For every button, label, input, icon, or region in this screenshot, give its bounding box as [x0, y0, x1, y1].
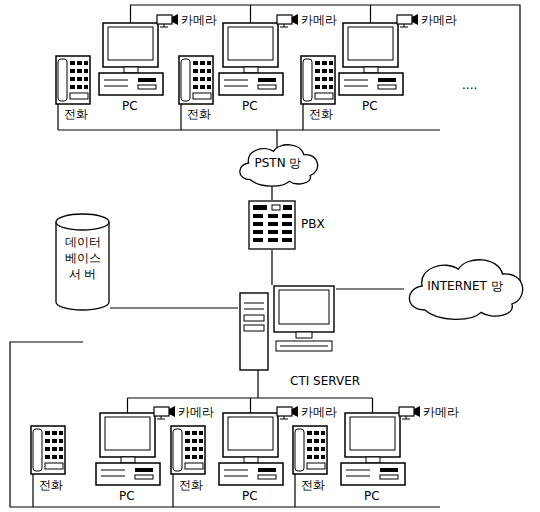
camera-icon — [397, 14, 418, 27]
pc-icon — [339, 23, 403, 95]
device-label: 카메라 — [423, 405, 459, 419]
network-link — [110, 307, 238, 308]
phone-icon — [56, 56, 90, 104]
device-label: PC — [364, 489, 380, 503]
pc-icon — [341, 413, 405, 485]
pc-icon — [219, 23, 283, 95]
phone-icon — [171, 426, 205, 474]
node-label: PBX — [301, 217, 325, 232]
phone-icon — [179, 56, 213, 104]
node-label: 데이터 베이스 서 버 — [63, 234, 103, 283]
pbx-box: PBX — [248, 200, 296, 250]
camera-icon — [399, 406, 420, 419]
pbx-box-outline — [248, 200, 296, 250]
device-label: 전화 — [187, 107, 211, 121]
device-label: PC — [242, 489, 258, 503]
pc-icon — [99, 23, 163, 95]
network-cloud: PSTN 망 — [232, 138, 324, 188]
device-label: 카메라 — [301, 405, 337, 419]
database-cylinder: 데이터 베이스 서 버 — [55, 212, 110, 312]
device-label: PC — [242, 99, 258, 113]
device-label: 카메라 — [181, 13, 217, 27]
node-label: INTERNET 망 — [427, 279, 502, 294]
camera-icon — [277, 406, 298, 419]
network-cloud: INTERNET 망 — [398, 250, 532, 322]
device-label: 전화 — [64, 107, 88, 121]
device-label: 전화 — [179, 478, 203, 492]
device-label: 카메라 — [421, 13, 457, 27]
device-label: PC — [362, 99, 378, 113]
device-label: PC — [119, 489, 135, 503]
server-icon-outline — [238, 285, 336, 372]
phone-icon — [293, 426, 327, 474]
device-label: 전화 — [301, 478, 325, 492]
device-label: PC — [122, 99, 138, 113]
device-label: 카메라 — [178, 405, 214, 419]
device-label: 카메라 — [301, 13, 337, 27]
pc-icon — [96, 413, 160, 485]
device-label: .... — [462, 78, 477, 92]
phone-icon — [31, 426, 65, 474]
node-label: PSTN 망 — [255, 156, 302, 171]
phone-icon — [301, 56, 335, 104]
camera-icon — [157, 14, 178, 27]
device-label: 전화 — [39, 478, 63, 492]
network-link — [336, 288, 404, 289]
camera-icon — [154, 406, 175, 419]
pc-icon — [219, 413, 283, 485]
camera-icon — [277, 14, 298, 27]
server-icon: CTI SERVER — [238, 285, 336, 372]
node-label: CTI SERVER — [290, 374, 360, 389]
device-label: 전화 — [309, 107, 333, 121]
network-link — [271, 250, 272, 285]
